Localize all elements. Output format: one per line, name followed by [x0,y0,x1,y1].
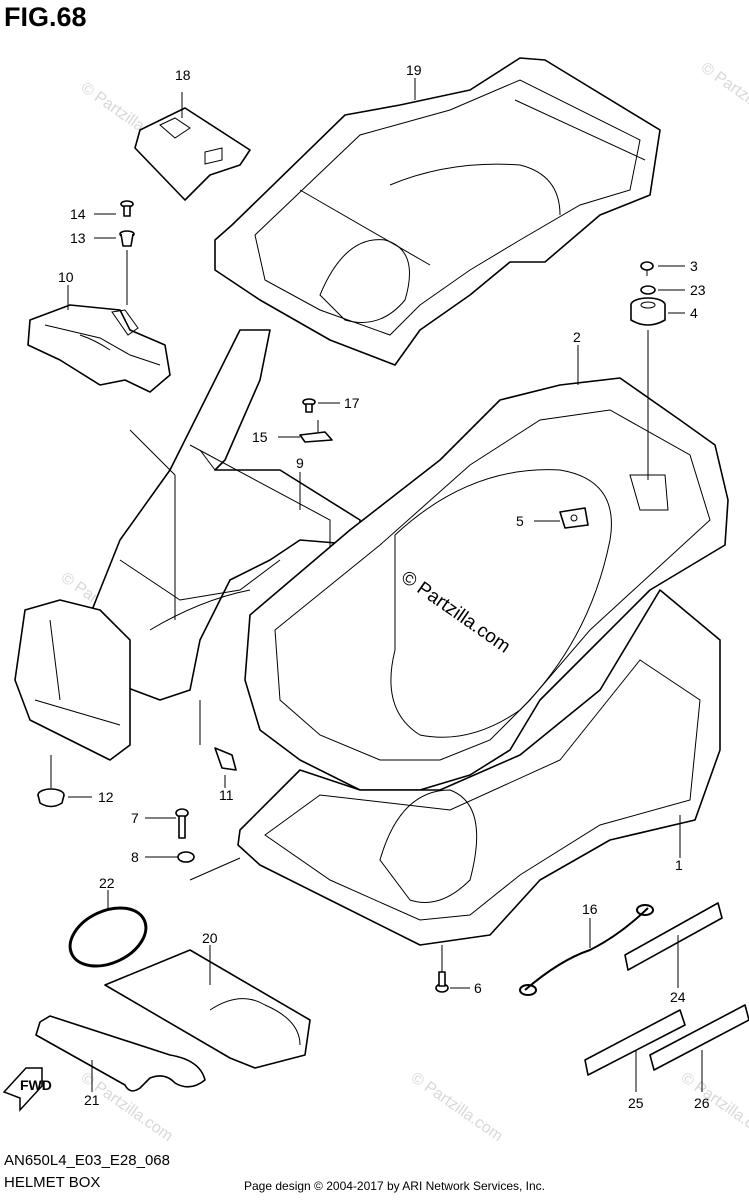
leader-lines [50,78,703,1092]
part-5-nut [559,507,589,529]
callout-13: 13 [70,230,86,246]
callout-1: 1 [675,857,683,873]
part-23-washer [640,285,656,295]
figure-title: FIG.68 [4,2,87,32]
callout-18: 18 [175,67,191,83]
part-17-screw [302,398,316,413]
part-13-nut [119,230,135,247]
figure-code: AN650L4_E03_E28_068 [4,1152,170,1169]
callout-21: 21 [84,1092,100,1108]
part-4-grommet [630,297,666,326]
fwd-label: FWD [20,1077,52,1093]
callout-16: 16 [582,901,598,917]
callout-24: 24 [670,989,686,1005]
part-20-tool-bag [104,949,311,1069]
part-14-screw [120,200,134,217]
part-18-cover [134,107,251,201]
part-16-cable [519,904,654,996]
part-26-pad [649,1004,749,1071]
callout-23: 23 [690,282,706,298]
page-credit: Page design © 2004-2017 by ARI Network S… [244,1179,546,1193]
part-3-screw [640,261,654,276]
callout-17: 17 [344,395,360,411]
callout-20: 20 [202,930,218,946]
part-21-wrench [35,1015,206,1092]
part-2-helmet-box-upper [244,377,729,791]
part-24-pad [624,902,723,971]
figure-name: HELMET BOX [4,1174,101,1191]
part-12-grommet [37,788,65,808]
callout-labels: 1 2 3 4 5 6 7 8 9 10 11 12 13 14 15 16 1… [58,62,710,1111]
part-8-washer [177,851,195,863]
watermark-faint: © Partzilla.com [678,1069,749,1145]
callout-26: 26 [694,1095,710,1111]
callout-9: 9 [296,455,304,471]
part-25-pad [584,1009,686,1076]
watermark-faint: © Partzilla.com [698,59,749,135]
callout-14: 14 [70,206,86,222]
part-1-helmet-box-lower [237,589,721,946]
callout-25: 25 [628,1095,644,1111]
callout-4: 4 [690,305,698,321]
fwd-arrow-icon: FWD [2,1067,52,1112]
callout-7: 7 [131,810,139,826]
part-6-screw [435,971,449,993]
callout-10: 10 [58,269,74,285]
callout-22: 22 [99,875,115,891]
callout-15: 15 [252,429,268,445]
callout-19: 19 [406,62,422,78]
callout-2: 2 [573,329,581,345]
part-11-bolt [214,747,237,771]
part-12-housing [14,599,131,761]
part-10-latch [27,304,171,393]
callout-6: 6 [474,980,482,996]
part-9-frame [79,329,361,701]
callout-5: 5 [516,513,524,529]
callout-12: 12 [98,789,114,805]
watermark-faint: © Partzilla.com [408,1069,506,1145]
callout-3: 3 [690,258,698,274]
part-22-ring [68,906,148,968]
part-15-clip [299,420,333,443]
part-19-tray [214,57,661,366]
callout-8: 8 [131,849,139,865]
part-7-bolt [175,808,189,839]
callout-11: 11 [219,787,234,803]
